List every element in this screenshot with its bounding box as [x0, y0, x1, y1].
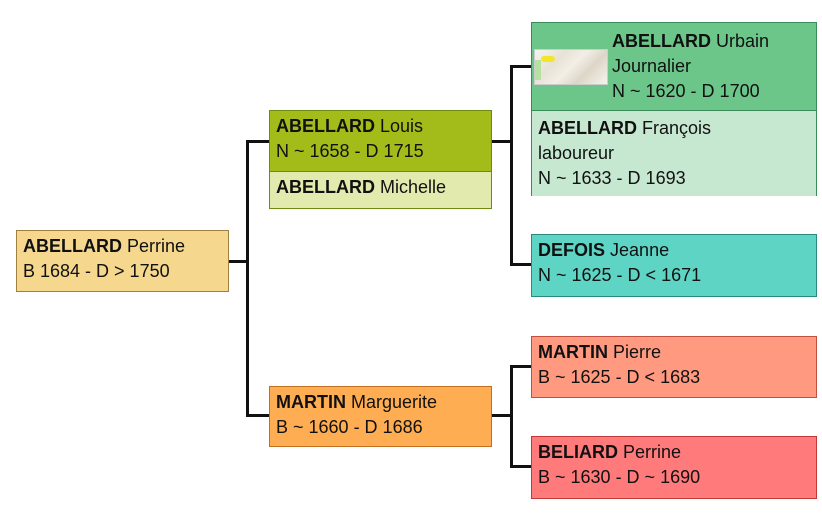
person-box-maternal-grandmother[interactable]: BELIARD Perrine B ~ 1630 - D ~ 1690 — [531, 436, 817, 499]
dates: N ~ 1633 - D 1693 — [538, 168, 686, 188]
given-name: Urbain — [716, 31, 770, 51]
given-name: Louis — [380, 116, 424, 136]
person-box-mother[interactable]: MARTIN Marguerite B ~ 1660 - D 1686 — [269, 386, 492, 447]
surname: ABELLARD — [612, 31, 711, 51]
connector-line — [510, 365, 531, 368]
dates: B ~ 1625 - D < 1683 — [538, 367, 701, 387]
given-name: Pierre — [613, 342, 662, 362]
given-name: Jeanne — [610, 240, 670, 260]
connector-line — [510, 65, 531, 68]
connector-line — [229, 260, 248, 263]
connector-line — [510, 263, 531, 266]
occupation: Journalier — [612, 56, 692, 76]
occupation: laboureur — [538, 143, 615, 163]
dates: B ~ 1660 - D 1686 — [276, 417, 423, 437]
given-name: François — [642, 118, 712, 138]
connector-line — [492, 414, 512, 417]
alternate-person[interactable]: ABELLARD François laboureur N ~ 1633 - D 1… — [532, 111, 816, 196]
dates: B 1684 - D > 1750 — [23, 261, 170, 281]
person-box-root[interactable]: ABELLARD Perrine B 1684 - D > 1750 — [16, 230, 229, 292]
surname: ABELLARD — [538, 118, 637, 138]
given-name: Perrine — [127, 236, 186, 256]
surname: MARTIN — [538, 342, 608, 362]
dates: N ~ 1625 - D < 1671 — [538, 265, 702, 285]
connector-line — [510, 465, 531, 468]
surname: MARTIN — [276, 392, 346, 412]
person-box-paternal-grandmother[interactable]: DEFOIS Jeanne N ~ 1625 - D < 1671 — [531, 234, 817, 297]
alternate-person[interactable]: ABELLARD Michelle — [270, 172, 491, 208]
surname: ABELLARD — [23, 236, 122, 256]
given-name: Marguerite — [351, 392, 438, 412]
dates: N ~ 1658 - D 1715 — [276, 141, 424, 161]
connector-line — [246, 414, 269, 417]
connector-line — [510, 65, 513, 265]
person-box-maternal-grandfather[interactable]: MARTIN Pierre B ~ 1625 - D < 1683 — [531, 336, 817, 398]
surname: ABELLARD — [276, 116, 375, 136]
connector-line — [246, 140, 249, 417]
connector-line — [510, 365, 513, 467]
surname: ABELLARD — [276, 177, 375, 197]
given-name: Perrine — [623, 442, 682, 462]
surname: BELIARD — [538, 442, 618, 462]
dates: B ~ 1630 - D ~ 1690 — [538, 467, 701, 487]
map-thumbnail-image — [534, 49, 608, 85]
person-box-father[interactable]: ABELLARD Louis N ~ 1658 - D 1715 ABELLARD… — [269, 110, 492, 209]
dates: N ~ 1620 - D 1700 — [612, 81, 760, 101]
connector-line — [492, 140, 512, 143]
given-name: Michelle — [380, 177, 447, 197]
surname: DEFOIS — [538, 240, 606, 260]
connector-line — [246, 140, 269, 143]
